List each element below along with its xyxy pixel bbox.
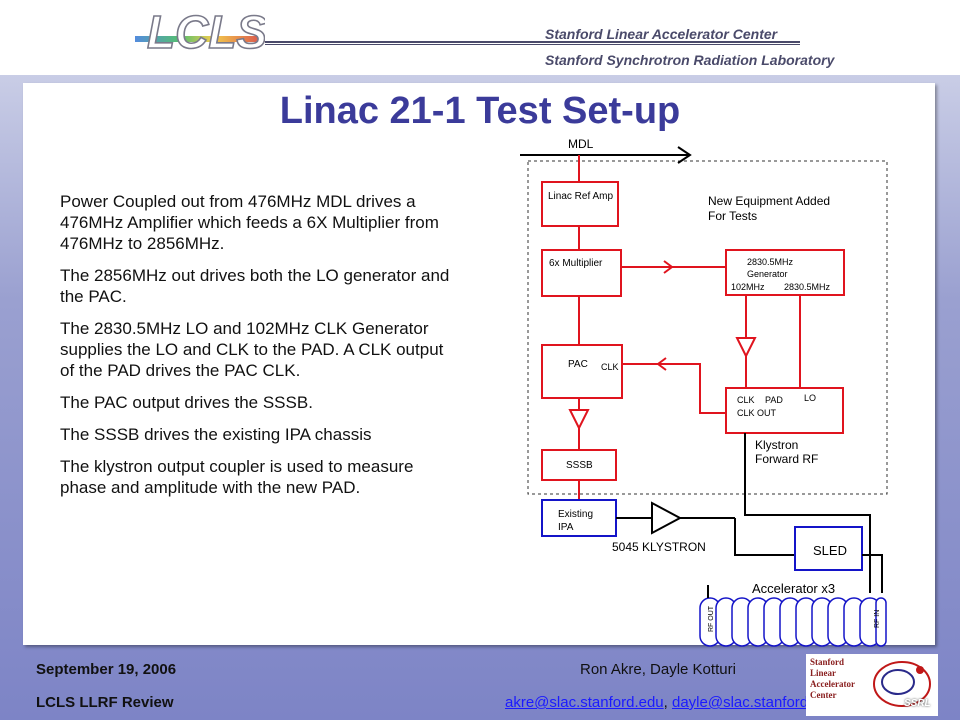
connector <box>862 554 883 593</box>
gen-2830-label: 2830.5MHz <box>784 282 831 292</box>
klystron-triangle <box>651 501 683 535</box>
pac-box <box>541 344 623 399</box>
linac-ref-amp-box <box>541 181 619 227</box>
paragraph: The SSSB drives the existing IPA chassis <box>60 425 372 444</box>
ssrl-mark: SSRL <box>904 698 931 709</box>
connector <box>622 363 726 414</box>
email-separator: , <box>663 694 672 711</box>
paragraph: The klystron output coupler is used to m… <box>60 457 414 497</box>
header-bar: LCLS Stanford Linear Accelerator Center … <box>0 0 960 75</box>
logo-line: Stanford <box>810 657 845 667</box>
pad-clk-label: CLK <box>737 395 755 405</box>
footer-date: September 19, 2006 <box>36 661 177 678</box>
rf-out-label: RF OUT <box>708 605 715 632</box>
accelerator-label: Accelerator x3 <box>752 581 835 596</box>
sled-box <box>794 526 863 571</box>
klystron-fwd-label: Klystron <box>755 438 798 452</box>
linac-ref-amp-label: Linac Ref Amp <box>548 191 613 202</box>
ssrl-label: Stanford Synchrotron Radiation Laborator… <box>545 52 835 68</box>
new-equipment-label: For Tests <box>708 209 757 223</box>
accelerator-cells <box>699 597 887 647</box>
email-link-akre[interactable]: akre@slac.stanford.edu <box>505 694 664 711</box>
new-equipment-label: New Equipment Added <box>708 194 830 208</box>
email-link-kotturi[interactable]: dayle@slac.stanford.edu <box>672 694 838 711</box>
generator-label: 2830.5MHz <box>747 257 794 267</box>
klystron-label: 5045 KLYSTRON <box>612 540 706 554</box>
footer-emails: akre@slac.stanford.edu, dayle@slac.stanf… <box>505 694 837 711</box>
ipa-label: Existing <box>558 509 593 520</box>
multiplier-box <box>541 249 622 297</box>
header-rule-bottom <box>265 44 800 45</box>
paragraph: The 2830.5MHz LO and 102MHz CLK Generato… <box>60 319 444 380</box>
paragraph: The PAC output drives the SSSB. <box>60 393 313 412</box>
generator-label: Generator <box>747 269 788 279</box>
pac-clk-label: CLK <box>601 362 619 372</box>
header-rule-top <box>265 41 800 43</box>
paragraph: Power Coupled out from 476MHz MDL drives… <box>60 192 439 253</box>
sssb-box <box>541 449 617 481</box>
amplifier-triangle <box>735 337 757 359</box>
klystron-fwd-label: Forward RF <box>755 452 818 466</box>
pad-lo-label: LO <box>804 393 816 403</box>
description-text: Power Coupled out from 476MHz MDL drives… <box>60 191 460 509</box>
slide-title: Linac 21-1 Test Set-up <box>279 90 681 132</box>
slac-ssrl-logo: Stanford Linear Accelerator Center SSRL <box>806 654 938 716</box>
new-equipment-region <box>527 160 888 495</box>
slide-panel <box>23 83 935 645</box>
lcls-logo: LCLS <box>135 6 265 59</box>
footer-authors: Ron Akre, Dayle Kotturi <box>580 661 736 678</box>
sssb-label: SSSB <box>566 460 593 471</box>
mdl-label: MDL <box>568 137 594 151</box>
connector <box>734 518 795 556</box>
logo-line: Accelerator <box>810 679 855 689</box>
arrow-icon <box>663 260 674 274</box>
multiplier-label: 6x Multiplier <box>549 258 603 269</box>
amplifier-triangle <box>568 409 590 431</box>
lcls-logo-text: LCLS <box>147 6 265 58</box>
ipa-label: IPA <box>558 522 574 533</box>
logo-line: Center <box>810 690 837 700</box>
mdl-line <box>520 146 692 182</box>
pad-box <box>725 387 844 434</box>
pad-label: PAD <box>765 395 783 405</box>
pad-clkout-label: CLK OUT <box>737 408 777 418</box>
ssrl-ring-icon <box>873 661 931 707</box>
pac-label: PAC <box>568 359 588 370</box>
slac-label: Stanford Linear Accelerator Center <box>545 26 778 42</box>
gen-102-label: 102MHz <box>731 282 765 292</box>
rf-in-label: RF IN <box>874 610 881 628</box>
arrow-icon <box>656 357 667 371</box>
paragraph: The 2856MHz out drives both the LO gener… <box>60 266 450 306</box>
logo-line: Linear <box>810 668 836 678</box>
generator-box <box>725 249 845 296</box>
footer-review: LCLS LLRF Review <box>36 694 174 711</box>
sled-label: SLED <box>813 543 847 558</box>
